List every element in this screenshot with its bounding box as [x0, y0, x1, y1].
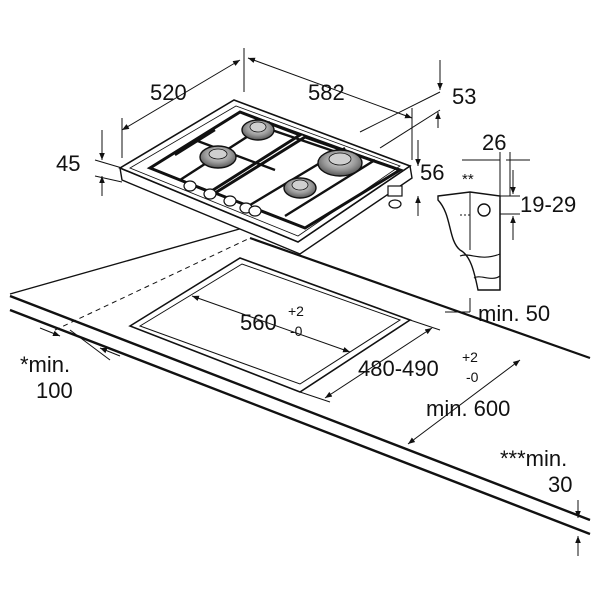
gas-connector — [387, 185, 403, 209]
bracket-screw — [477, 203, 491, 217]
dim-520 — [121, 59, 241, 131]
label-height: 45 — [56, 151, 80, 176]
label-min-bottom-line1: ***min. — [500, 446, 567, 471]
label-depth: 520 — [150, 80, 187, 105]
dimension-lines — [39, 48, 581, 556]
dim-560 — [191, 295, 351, 353]
label-side-offset: 53 — [452, 84, 476, 109]
label-cutout-depth: 480-490 — [358, 356, 439, 381]
label-min-side-line2: 100 — [36, 378, 73, 403]
labels: 520 582 53 45 56 26 ** 19-29 min. 50 560… — [20, 80, 576, 497]
label-cutout-width-tol-plus: +2 — [288, 303, 304, 319]
worktop-front-bottom-edge — [9, 308, 591, 536]
label-cutout-width-tol-minus: -0 — [290, 323, 303, 339]
dim-min-600 — [407, 359, 521, 445]
worktop-back-edge-left — [9, 225, 251, 295]
label-min-front: min. 50 — [478, 301, 550, 326]
hob — [118, 99, 413, 255]
worktop-front-top-edge — [9, 294, 591, 522]
dim-480-490 — [324, 327, 433, 399]
worktop-back-edge — [249, 236, 591, 360]
label-cutout-depth-tol-plus: +2 — [462, 349, 478, 365]
label-bracket-note: ** — [462, 171, 474, 188]
knob-1 — [183, 180, 197, 192]
knob-2 — [203, 188, 217, 200]
burners — [199, 119, 363, 199]
dim-582 — [247, 57, 413, 119]
dim-min-100 — [39, 327, 61, 337]
label-min-worktop-depth: min. 600 — [426, 396, 510, 421]
bracket-profile — [437, 191, 501, 291]
worktop — [9, 225, 591, 536]
label-bracket-width: 26 — [482, 130, 506, 155]
bracket-detail — [437, 191, 501, 291]
label-cutout-width: 560 — [240, 310, 277, 335]
label-knob-height: 56 — [420, 160, 444, 185]
knob-5 — [248, 205, 262, 217]
label-min-side-line1: *min. — [20, 352, 70, 377]
knob-3 — [223, 195, 237, 207]
label-width: 582 — [308, 80, 345, 105]
control-knobs — [183, 180, 262, 217]
cutout-inner-edge — [138, 263, 402, 385]
label-worktop-range: 19-29 — [520, 192, 576, 217]
label-cutout-depth-tol-minus: -0 — [466, 369, 479, 385]
label-min-bottom-line2: 30 — [548, 472, 572, 497]
